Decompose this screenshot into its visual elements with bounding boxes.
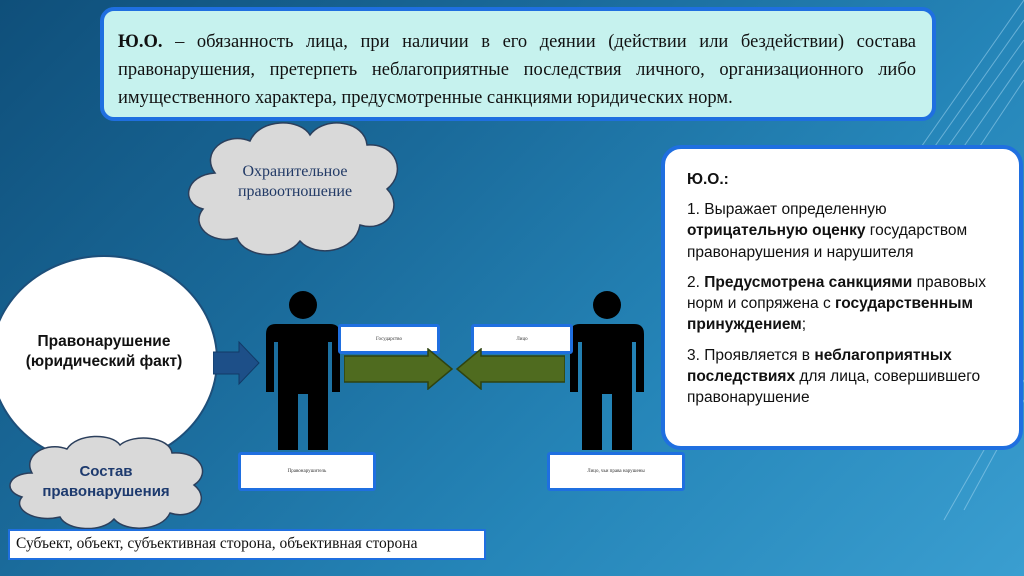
green-arrow-left bbox=[455, 348, 565, 390]
definition-box: Ю.О. – обязанность лица, при наличии в е… bbox=[100, 7, 936, 121]
info-item-1: 1. Выражает определенную отрицательную о… bbox=[687, 201, 968, 261]
green-arrow-right bbox=[344, 348, 454, 390]
left-top-label: Государство bbox=[338, 324, 440, 354]
cloud-shape-top bbox=[187, 122, 398, 256]
info-box: Ю.О.: 1. Выражает определенную отрицател… bbox=[661, 145, 1023, 450]
person-left-icon bbox=[266, 291, 340, 450]
cloud-top-text: Охранительное правоотношение bbox=[237, 163, 353, 200]
definition-term: Ю.О. bbox=[118, 32, 163, 52]
elements-box: Субъект, объект, субъективная сторона, о… bbox=[8, 529, 486, 560]
blue-arrow bbox=[213, 340, 260, 386]
circle-text: Правонарушение (юридический факт) bbox=[25, 333, 183, 371]
cloud-shape-bottom bbox=[9, 435, 204, 530]
person-right-icon bbox=[570, 291, 644, 450]
left-bottom-label: Правонарушитель bbox=[238, 452, 376, 491]
right-bottom-label: Лицо, чьи права нарушены bbox=[547, 452, 685, 491]
definition-text: – обязанность лица, при наличии в его де… bbox=[118, 32, 916, 108]
info-title: Ю.О.: bbox=[687, 171, 729, 188]
right-top-label: Лицо bbox=[471, 324, 573, 354]
cloud-bottom-text: Состав правонарушения bbox=[42, 463, 170, 500]
info-item-3: 3. Проявляется в неблагоприятных последс… bbox=[687, 346, 981, 407]
info-item-2: 2. Предусмотрена санкциями правовых норм… bbox=[687, 273, 987, 334]
